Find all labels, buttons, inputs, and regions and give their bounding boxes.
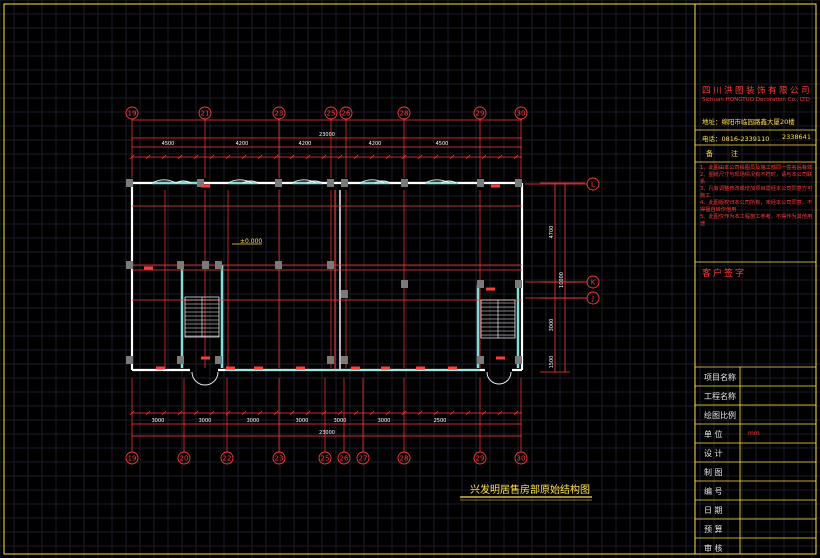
top-dim-4: 4500 <box>436 141 449 147</box>
note-4: 4、此图版权归本公司所有，未经本公司同意，不得擅自转作他用 <box>700 200 813 213</box>
axis-bottom-22: 22 <box>220 451 234 465</box>
exterior-walls <box>130 181 524 372</box>
axis-top-28: 28 <box>397 106 411 120</box>
note-5: 5、此图仅作为本工程施工参考，不得作为其他用途 <box>700 214 813 227</box>
field-value-3: mm <box>748 430 760 437</box>
columns <box>126 179 522 364</box>
axis-bottom-25: 25 <box>318 451 332 465</box>
axis-bottom-28: 28 <box>397 451 411 465</box>
bottom-dim-1: 3000 <box>199 418 212 424</box>
company-phone: 电话：0816-2339110 <box>702 135 770 143</box>
drawing-frame <box>3 3 817 555</box>
axis-top-29-label: 29 <box>476 110 485 118</box>
field-label-8: 预 算 <box>704 525 723 534</box>
top-dim-1: 4200 <box>236 141 249 147</box>
axis-top-21-label: 21 <box>201 110 210 118</box>
axis-row-K-label: K <box>591 279 596 287</box>
bottom-dim-3: 3000 <box>296 418 309 424</box>
company-name-en: Sichuan HONGTUO Decoration Co., LTD <box>702 97 810 103</box>
axis-bottom-25-label: 25 <box>321 455 330 463</box>
axis-bottom-22-label: 22 <box>223 455 232 463</box>
axis-bottom-26: 26 <box>337 451 351 465</box>
right-dim-total: 10000 <box>559 272 565 288</box>
field-label-7: 日 期 <box>704 506 723 515</box>
axis-bottom-30-label: 30 <box>517 455 526 463</box>
axis-top-26-label: 26 <box>342 110 351 118</box>
axis-top-19-label: 19 <box>128 110 137 118</box>
top-dim-2: 4200 <box>299 141 312 147</box>
client-signature-label: 客户签字 <box>702 269 747 279</box>
axis-bottom-29: 29 <box>473 451 487 465</box>
field-label-4: 设 计 <box>704 449 723 458</box>
note-2: 2、图纸尺寸与现场情况有不符时，请与本公司联系 <box>700 172 813 185</box>
elevation-marker: ±0.000 <box>232 238 262 245</box>
bottom-dim-0: 3000 <box>152 418 165 424</box>
top-dim-0: 4500 <box>162 141 175 147</box>
axis-bottom-19-label: 19 <box>128 455 137 463</box>
company-address: 地址：绵阳市临园路鑫大厦20楼 <box>702 118 795 126</box>
field-label-3: 单 位 <box>704 430 723 439</box>
axis-bottom-23: 23 <box>272 451 286 465</box>
axis-top-19: 19 <box>125 106 139 120</box>
axis-top-21: 21 <box>198 106 212 120</box>
axis-row-L: L <box>586 177 600 191</box>
overall-dimension-top: 23000 <box>319 132 335 138</box>
axis-row-K: K <box>586 275 600 289</box>
right-dim-2: 3000 <box>549 319 555 332</box>
notes-list: 1、此图由本公司绘图员及施工部同一签名后有效 2、图纸尺寸与现场情况有不符时，请… <box>700 165 814 228</box>
field-label-1: 工程名称 <box>704 392 736 401</box>
axis-top-30-label: 30 <box>517 110 526 118</box>
field-label-9: 审 核 <box>704 544 723 553</box>
right-dim-1: 4700 <box>549 226 555 239</box>
right-dim-3: 1500 <box>549 356 555 369</box>
note-1: 1、此图由本公司绘图员及施工部同一签名后有效 <box>700 165 813 171</box>
axis-bottom-29-label: 29 <box>476 455 485 463</box>
elevation-label: ±0.000 <box>240 238 262 245</box>
axis-top-30: 30 <box>514 106 528 120</box>
axis-bottom-27: 27 <box>356 451 370 465</box>
axis-bottom-20: 20 <box>177 451 191 465</box>
company-name-cn: 四川洪图装饰有限公司 <box>702 86 813 96</box>
axis-bottom-30: 30 <box>514 451 528 465</box>
bottom-dim-4: 3000 <box>334 418 347 424</box>
axis-row-L-label: L <box>591 181 595 189</box>
axis-top-25: 25 <box>324 106 338 120</box>
axis-bottom-28-label: 28 <box>400 455 409 463</box>
axis-bottom-27-label: 27 <box>359 455 368 463</box>
structural-grid-lines <box>132 190 522 368</box>
axis-top-25-label: 25 <box>327 110 336 118</box>
axis-bottom-23-label: 23 <box>275 455 284 463</box>
bottom-dim-5: 3000 <box>378 418 391 424</box>
field-label-6: 编 号 <box>704 487 723 496</box>
bottom-dimension-lines <box>132 412 522 437</box>
axis-top-23-label: 23 <box>275 110 284 118</box>
axis-row-J-label: J <box>591 295 594 303</box>
field-label-0: 项目名称 <box>704 373 736 382</box>
bottom-dim-2: 3000 <box>247 418 260 424</box>
axis-top-23: 23 <box>272 106 286 120</box>
axis-bottom-20-label: 20 <box>180 455 189 463</box>
overall-dimension-bottom: 23000 <box>319 430 335 436</box>
notes-title: 备注 <box>706 150 756 158</box>
axis-bottom-19: 19 <box>125 451 139 465</box>
axis-top-26: 26 <box>339 106 353 120</box>
drawing-title: 兴发明居售房部原始结构图 <box>470 483 590 496</box>
company-fax: 2338641 <box>782 133 811 141</box>
top-dim-3: 4200 <box>369 141 382 147</box>
titleblock-lines <box>695 129 816 368</box>
axis-row-J: J <box>586 291 600 305</box>
axis-top-29: 29 <box>473 106 487 120</box>
axis-top-28-label: 28 <box>400 110 409 118</box>
door-swings <box>151 179 512 386</box>
top-dimension-lines <box>132 137 522 158</box>
axis-bottom-26-label: 26 <box>340 455 349 463</box>
field-label-2: 绘图比例 <box>704 411 736 420</box>
beam-markers <box>144 184 505 370</box>
note-3: 3、凡有调整修改或增加项目需经本公司同意方可施工 <box>700 186 813 199</box>
bottom-dim-6: 2500 <box>434 418 447 424</box>
field-label-5: 制 图 <box>704 468 723 477</box>
